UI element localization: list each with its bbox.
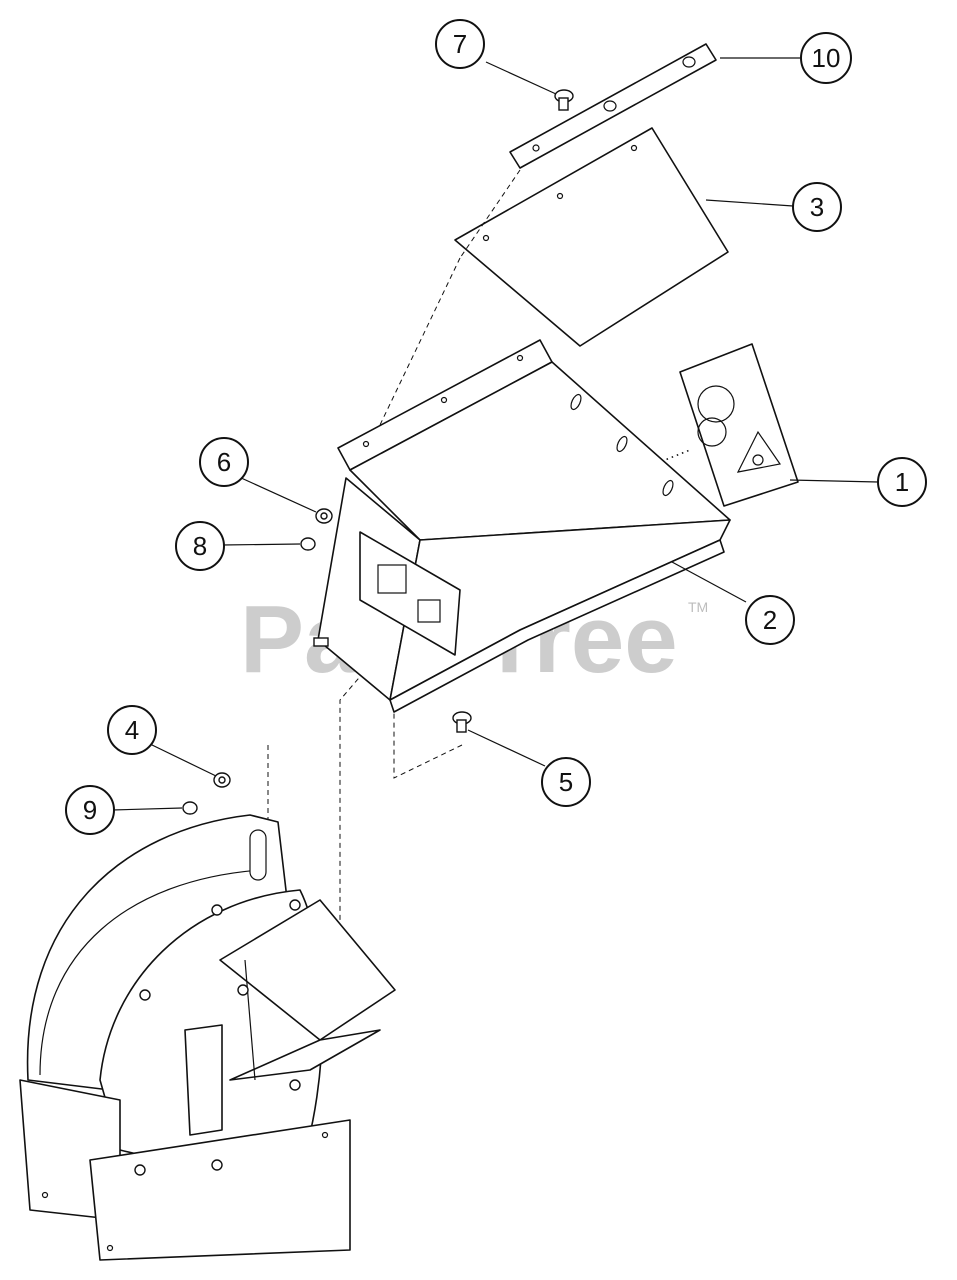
svg-text:5: 5 <box>559 767 573 797</box>
part-9-nut <box>182 801 198 815</box>
svg-text:8: 8 <box>193 531 207 561</box>
part-3-plate <box>454 127 729 347</box>
svg-text:7: 7 <box>453 29 467 59</box>
callout-3: 3 <box>792 182 842 232</box>
svg-text:10: 10 <box>812 43 841 73</box>
callout-4: 4 <box>107 705 157 755</box>
svg-text:4: 4 <box>125 715 139 745</box>
part-5-bolt <box>452 711 472 733</box>
svg-text:9: 9 <box>83 795 97 825</box>
part-8-nut <box>300 537 316 551</box>
svg-text:6: 6 <box>217 447 231 477</box>
svg-text:1: 1 <box>895 467 909 497</box>
callout-10: 10 <box>800 32 852 84</box>
callout-7: 7 <box>435 19 485 69</box>
leader-lines <box>111 57 879 811</box>
callout-9: 9 <box>65 785 115 835</box>
watermark-trademark: TM <box>688 599 708 615</box>
callout-2: 2 <box>745 595 795 645</box>
callout-8: 8 <box>175 521 225 571</box>
part-7-bolt <box>554 89 574 111</box>
part-4-washer <box>213 772 231 788</box>
svg-text:3: 3 <box>810 192 824 222</box>
part-1-decal <box>679 343 799 507</box>
callout-1: 1 <box>877 457 927 507</box>
callout-5: 5 <box>541 757 591 807</box>
part-2-chute <box>313 339 731 713</box>
blower-housing <box>19 814 396 1261</box>
part-6-washer <box>315 508 333 524</box>
svg-text:2: 2 <box>763 605 777 635</box>
callout-6: 6 <box>199 437 249 487</box>
part-10-bar <box>509 43 717 169</box>
